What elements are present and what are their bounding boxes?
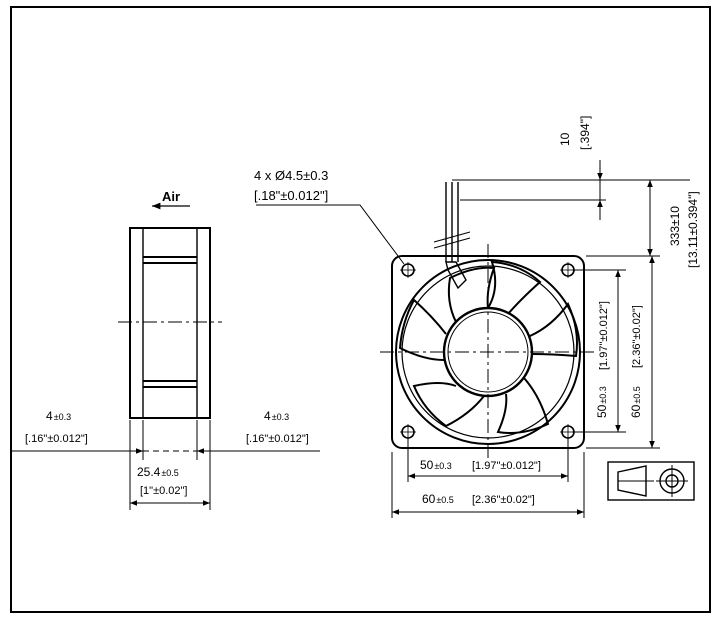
side-body [129,227,211,419]
frame-v-imperial: [2.36"±0.02"] [631,305,643,368]
hole-callout-imperial: [.18"±0.012"] [254,188,328,203]
side-view [12,202,320,510]
left-dim-imperial: [.16"±0.012"] [25,433,88,445]
hole-callout-leader [256,204,405,265]
hole-spacing-v-value: 50±0.3 [595,386,609,418]
lead-length-imperial: [13.11±0.394"] [686,191,700,268]
lead-strip-imperial: [.394"] [578,116,592,150]
hole-callout: 4 x Ø4.5±0.3 [254,168,328,183]
frame-v-value: 60±0.5 [629,386,643,418]
drawing-border [10,6,711,613]
frame-h-value: 60±0.5 [422,492,454,506]
hole-spacing-h-value: 50±0.3 [420,458,452,472]
lead-wires [433,182,471,290]
right-dim-value: 4±0.3 [264,409,289,423]
lead-length-value: 333±10 [668,206,682,246]
third-angle-projection-icon [607,461,695,501]
frame-h-imperial: [2.36"±0.02"] [472,494,535,506]
air-label: Air [162,189,180,204]
front-view [256,160,690,518]
hole-spacing-h-imperial: [1.97"±0.012"] [472,460,541,472]
right-dim-imperial: [.16"±0.012"] [246,433,309,445]
left-dim-value: 4±0.3 [46,409,71,423]
hole-spacing-v-imperial: [1.97"±0.012"] [598,301,610,370]
lead-strip-value: 10 [558,132,572,146]
depth-dim-value: 25.4±0.5 [137,465,179,479]
depth-dim-imperial: [1"±0.02"] [140,485,188,497]
